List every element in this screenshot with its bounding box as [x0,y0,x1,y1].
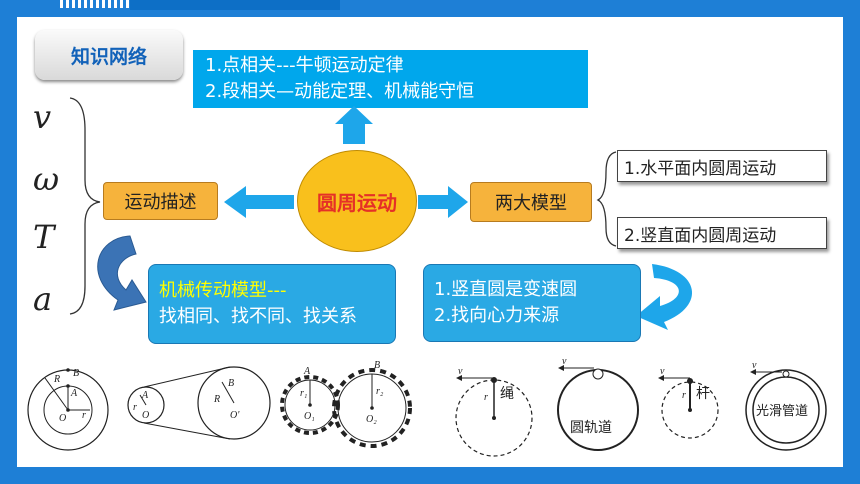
top-decoration [60,0,130,8]
svg-text:r: r [682,390,686,401]
motion-description-label: 运动描述 [124,192,197,213]
svg-text:A: A [141,390,149,401]
svg-text:O': O' [230,410,240,421]
gear-figure: A r₁ O₁ B r₂ O₂ [280,360,412,448]
svg-text:A: A [70,388,78,399]
dynamics-box: 1.点相关---牛顿运动定律 2.段相关—动能定理、机械能守恒 [193,50,588,108]
curved-arrow-left-icon [97,235,147,311]
model-vertical-label: 2.竖直面内圆周运动 [624,225,777,246]
track-figure: v 圆轨道 [557,356,639,451]
disk-figure: R B A O r [27,368,109,451]
pipe-figure: v 光滑管道 [745,360,827,451]
svg-text:R: R [213,394,220,405]
svg-text:r₂: r₂ [376,386,384,397]
vertical-circle-box: 1.竖直圆是变速圆 2.找向心力来源 [423,264,641,342]
curved-arrow-right-icon [636,264,693,330]
belt-drive-figure: A r O B R O' [127,366,271,440]
svg-text:v: v [458,366,463,377]
mechanical-transmission-line-2: 找相同、找不同、找关系 [159,306,357,327]
variable-v: v [33,98,52,136]
svg-text:R: R [53,374,60,385]
section-title: 知识网络 [70,45,147,68]
arrow-left-icon [224,186,294,218]
rod-figure: v r 杆 [658,366,719,439]
svg-text:r: r [82,410,86,421]
svg-text:O: O [142,410,149,421]
svg-text:v: v [660,366,665,377]
center-topic-label: 圆周运动 [317,190,397,215]
two-models-box: 两大模型 [470,182,592,222]
mechanical-transmission-box: 机械传动模型--- 找相同、找不同、找关系 [148,264,396,344]
right-brace-icon [596,151,617,247]
section-header: 知识网络 [35,30,183,80]
two-models-label: 两大模型 [495,193,567,214]
variable-T: T [33,218,55,256]
svg-text:v: v [752,360,757,371]
model-vertical-box: 2.竖直面内圆周运动 [617,217,827,249]
svg-text:B: B [374,360,380,371]
svg-text:O₁: O₁ [304,411,315,422]
top-tab-decoration [130,0,340,10]
svg-text:r₁: r₁ [300,388,307,399]
variable-a: a [33,280,53,318]
svg-text:r: r [484,392,488,403]
svg-text:r: r [133,402,137,413]
arrow-right-icon [418,186,468,218]
dynamics-line-1: 1.点相关---牛顿运动定律 [205,55,404,76]
center-topic: 圆周运动 [297,150,417,252]
vertical-circle-line-2: 2.找向心力来源 [434,305,560,326]
mechanical-transmission-title: 机械传动模型--- [159,280,287,301]
dynamics-line-2: 2.段相关—动能定理、机械能守恒 [205,81,475,102]
left-brace-icon [69,97,101,315]
svg-text:v: v [562,356,567,367]
svg-text:绳: 绳 [500,386,514,402]
svg-text:圆轨道: 圆轨道 [570,420,612,436]
variable-omega: ω [33,160,60,198]
model-horizontal-label: 1.水平面内圆周运动 [624,158,777,179]
svg-text:A: A [303,366,311,377]
rope-figure: v r 绳 [455,366,533,457]
svg-text:O₂: O₂ [366,414,377,425]
vertical-circle-line-1: 1.竖直圆是变速圆 [434,279,578,300]
svg-text:B: B [73,368,79,379]
motion-description-box: 运动描述 [103,182,218,220]
svg-text:杆: 杆 [696,386,710,402]
svg-text:光滑管道: 光滑管道 [756,404,808,419]
model-horizontal-box: 1.水平面内圆周运动 [617,150,827,182]
arrow-up-icon [335,106,373,144]
svg-text:O: O [59,413,66,424]
svg-text:B: B [228,378,234,389]
